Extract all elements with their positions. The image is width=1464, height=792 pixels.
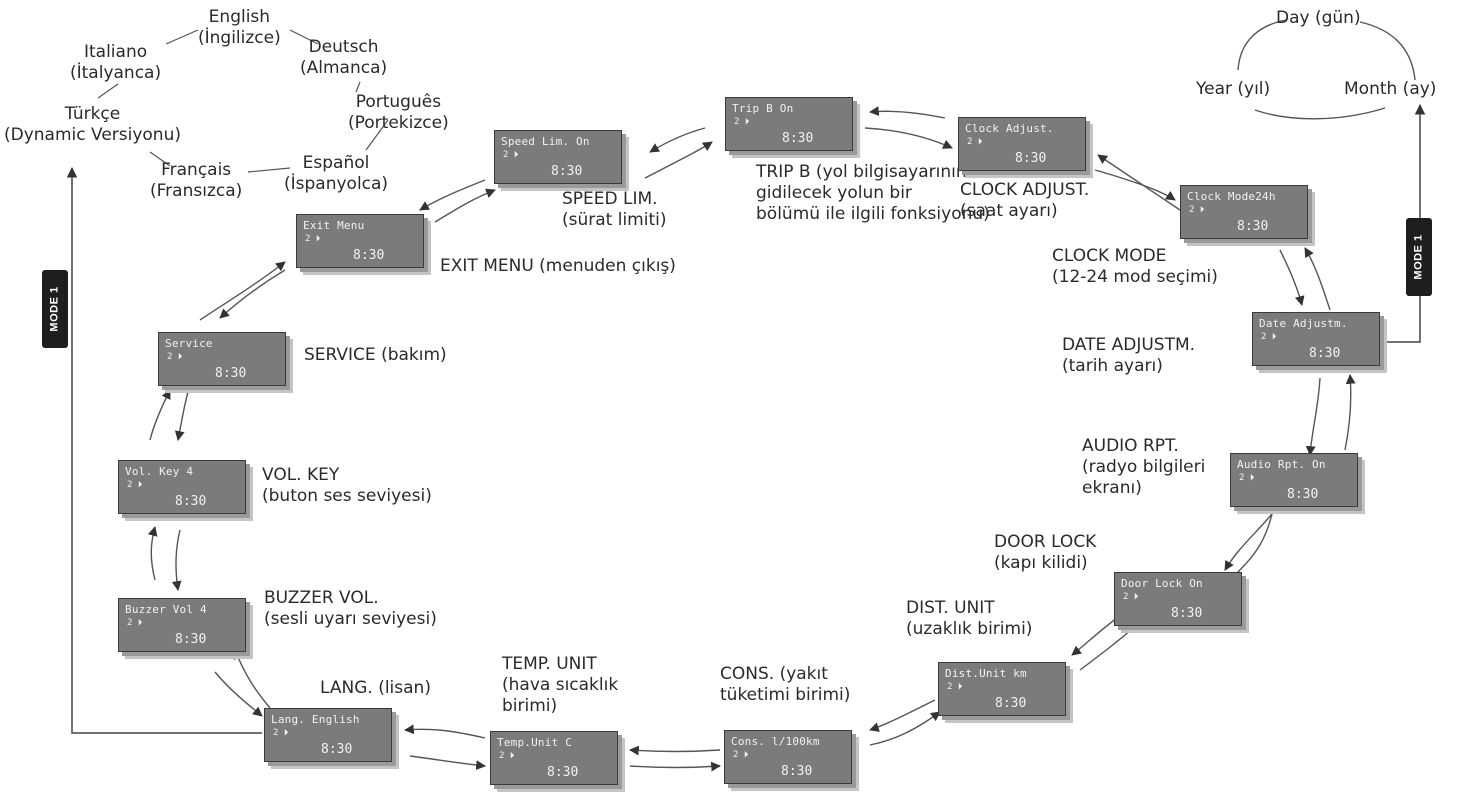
- label-dist-unit: DIST. UNIT(uzaklık birimi): [906, 598, 1033, 639]
- language-turkce: Türkçe(Dynamic Versiyonu): [4, 104, 181, 145]
- date-cycle-day: Day (gün): [1276, 8, 1361, 28]
- label-exit-menu: EXIT MENU (menuden çıkış): [440, 256, 676, 276]
- language-francais: Français(Fransızca): [150, 160, 243, 201]
- mode-1-badge-right: MODE 1: [1406, 218, 1432, 296]
- menu-cycle-arrows: [147, 106, 1356, 772]
- language-portugues: Português(Portekizce): [348, 92, 449, 133]
- label-clock-adjust: CLOCK ADJUST.(saat ayarı): [960, 180, 1090, 221]
- mode-exit-lines: [66, 103, 1426, 734]
- lcd-clock-adjust: Clock Adjust.2 ⏵8:30: [958, 117, 1086, 171]
- language-espanol: Español(İspanyolca): [284, 153, 389, 194]
- label-vol-key: VOL. KEY(buton ses seviyesi): [262, 465, 432, 506]
- date-cycle-ring: [1237, 19, 1416, 120]
- label-lang: LANG. (lisan): [320, 678, 431, 698]
- language-english: English(İngilizce): [198, 7, 281, 48]
- label-speed-lim: SPEED LIM.(sürat limiti): [562, 189, 667, 230]
- mode-1-badge-left: MODE 1: [42, 270, 68, 348]
- language-italiano: Italiano(İtalyanca): [70, 42, 162, 83]
- date-cycle-month: Month (ay): [1344, 79, 1437, 99]
- lcd-date-adjust: Date Adjustm.2 ⏵8:30: [1252, 312, 1380, 366]
- label-buzzer-vol: BUZZER VOL.(sesli uyarı seviyesi): [264, 588, 437, 629]
- language-links: [97, 29, 389, 173]
- language-deutsch: Deutsch(Almanca): [300, 37, 388, 78]
- label-door-lock: DOOR LOCK(kapı kilidi): [994, 532, 1097, 573]
- label-date-adjust: DATE ADJUSTM.(tarih ayarı): [1062, 335, 1196, 376]
- date-cycle-year: Year (yıl): [1196, 79, 1271, 99]
- label-service: SERVICE (bakım): [304, 345, 447, 365]
- label-clock-mode: CLOCK MODE(12-24 mod seçimi): [1052, 246, 1218, 287]
